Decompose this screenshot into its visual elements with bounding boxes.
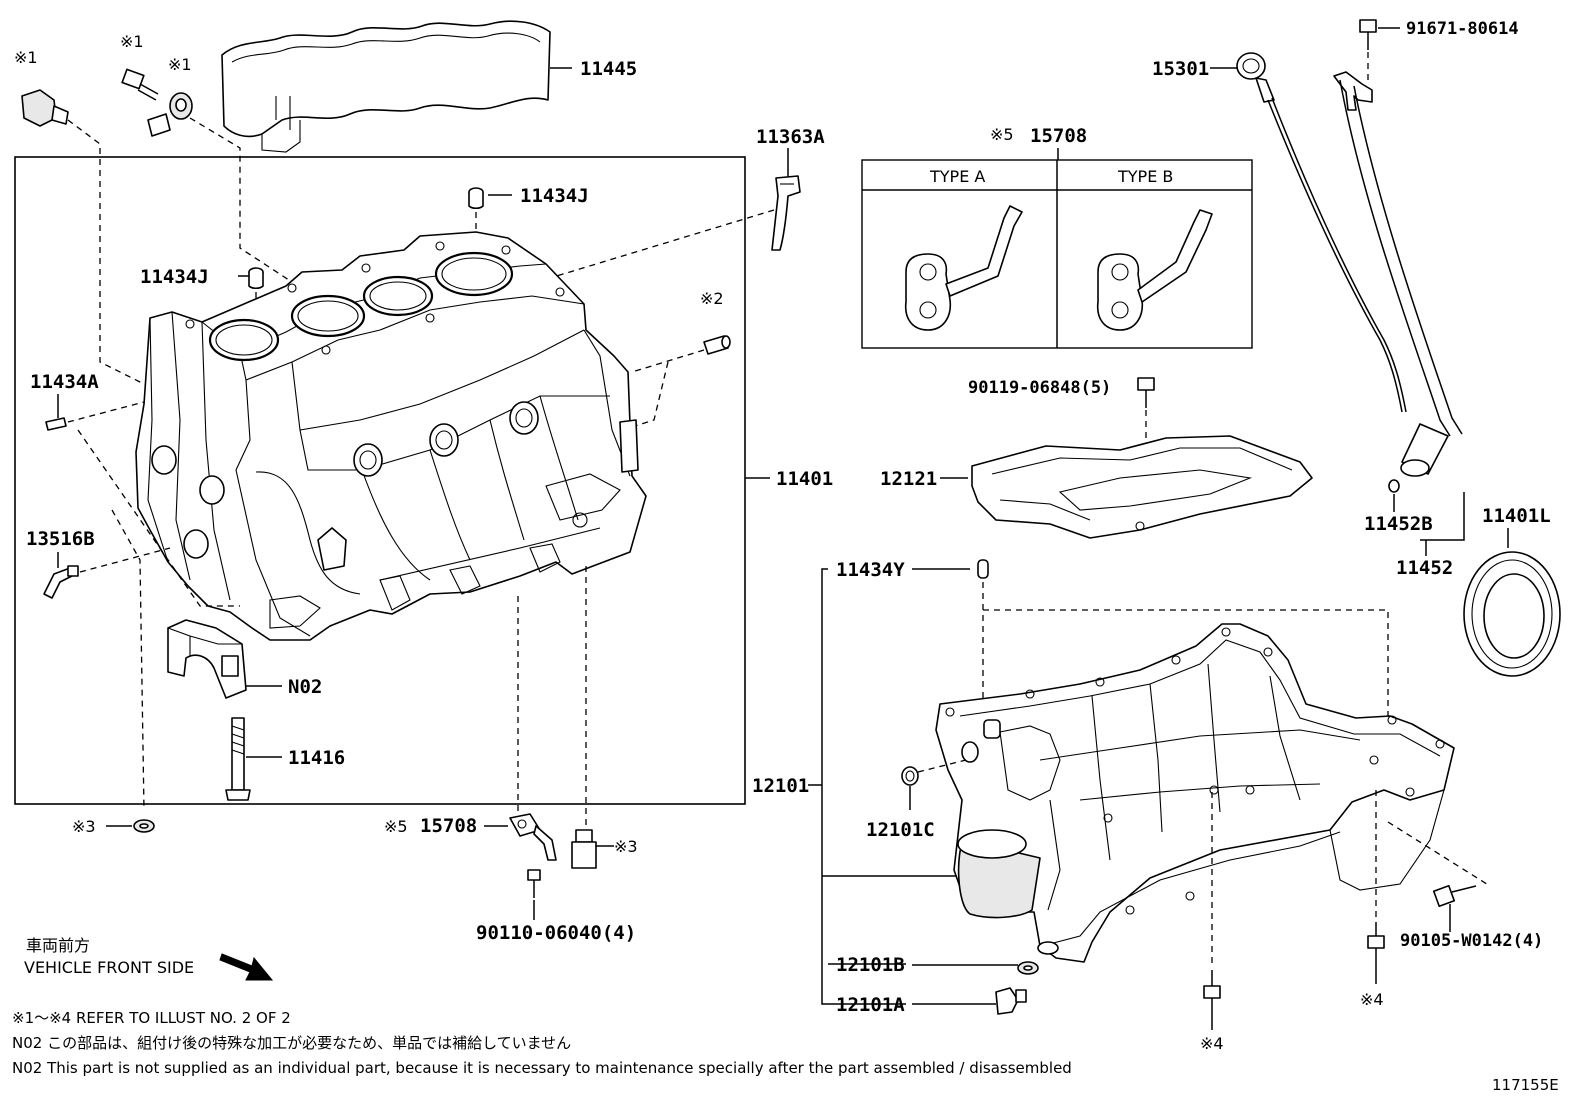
stud-ref4-left xyxy=(1203,970,1221,1030)
label-15708-main: 15708 xyxy=(420,815,477,837)
label-11363a: 11363A xyxy=(756,126,825,148)
pipe-13516b xyxy=(43,565,79,599)
part-11363a-bracket xyxy=(771,175,801,251)
bolt-11416 xyxy=(225,717,251,801)
oil-jet-15708 xyxy=(509,813,557,861)
label-12101b: 12101B xyxy=(836,954,905,976)
label-90105-w0142: 90105-W0142(4) xyxy=(1400,931,1543,951)
label-12121: 12121 xyxy=(880,468,937,490)
ref-mark-5a: ※5 xyxy=(384,817,408,836)
label-90119-06848: 90119-06848(5) xyxy=(968,378,1111,398)
drain-plug-12101a xyxy=(995,987,1027,1015)
part-12121-oil-baffle xyxy=(971,435,1313,539)
part-11452-dipstick-guide xyxy=(1333,71,1463,477)
ref-mark-4b: ※4 xyxy=(1360,990,1384,1009)
pin-11434a xyxy=(45,417,67,431)
label-12101a: 12101A xyxy=(836,994,905,1016)
ref-mark-4a: ※4 xyxy=(1200,1034,1224,1053)
vehicle-front-arrow-icon xyxy=(219,953,274,981)
label-15708-box: 15708 xyxy=(1030,125,1087,147)
label-15301: 15301 xyxy=(1152,58,1209,80)
part-n02-bearing-cap xyxy=(167,619,247,699)
label-13516b: 13516B xyxy=(26,528,95,550)
part-11401-cylinder-block xyxy=(135,231,647,641)
vehicle-front-en: VEHICLE FRONT SIDE xyxy=(24,958,194,977)
bolt-part-ref1 xyxy=(121,68,159,101)
ref-mark-3a: ※3 xyxy=(72,817,96,836)
part-12101-oil-pan xyxy=(935,623,1455,963)
ref-mark-5b: ※5 xyxy=(990,125,1014,144)
label-n02: N02 xyxy=(288,676,322,698)
cylinder-bore-4 xyxy=(434,251,514,297)
note-refer-illust: ※1～※4 REFER TO ILLUST NO. 2 OF 2 xyxy=(12,1009,291,1027)
label-11452b: 11452B xyxy=(1364,513,1433,535)
part-11445-insulator xyxy=(221,20,551,153)
label-11452: 11452 xyxy=(1396,557,1453,579)
type-b-header: TYPE B xyxy=(1117,167,1173,186)
bolt-90110 xyxy=(527,869,541,898)
note-n02-en: N02 This part is not supplied as an indi… xyxy=(12,1059,1072,1077)
knock-sensor-part xyxy=(21,89,69,127)
o-ring-12101c xyxy=(901,766,919,786)
label-11434j-mid: 11434J xyxy=(140,266,209,288)
ref-mark-1c: ※1 xyxy=(168,55,192,74)
cylinder-bore-3 xyxy=(362,275,434,317)
label-12101c: 12101C xyxy=(866,819,935,841)
ref-mark-3b: ※3 xyxy=(614,837,638,856)
label-12101: 12101 xyxy=(752,775,809,797)
note-n02-jp: N02 この部品は、組付け後の特殊な加工が必要なため、単品では補給していません xyxy=(12,1034,571,1052)
label-11401l: 11401L xyxy=(1482,505,1551,527)
stud-ref4-right xyxy=(1367,922,1385,984)
plug-ref3 xyxy=(571,829,597,869)
vehicle-front-jp: 車両前方 xyxy=(26,936,90,955)
part-15301-oil-dipstick xyxy=(1236,52,1407,413)
ref-mark-1b: ※1 xyxy=(120,32,144,51)
dowel-pin-ref2 xyxy=(703,335,731,355)
label-11445: 11445 xyxy=(580,58,637,80)
cylinder-bore-2 xyxy=(290,294,366,338)
label-11434a: 11434A xyxy=(30,371,99,393)
cylinder-block-frame xyxy=(14,156,746,805)
sensor-bracket-part xyxy=(147,92,193,137)
drawing-number: 117155E xyxy=(1492,1076,1559,1094)
oil-jet-type-a xyxy=(904,205,1023,331)
oil-jet-type-b xyxy=(1096,209,1213,331)
o-ring-11452b xyxy=(1388,479,1400,493)
bolt-90119 xyxy=(1137,377,1155,408)
cylinder-bore-1 xyxy=(208,318,280,362)
bolt-91671 xyxy=(1359,19,1377,50)
label-11434y: 11434Y xyxy=(836,559,905,581)
type-a-header: TYPE A xyxy=(929,167,985,186)
pin-11434y xyxy=(977,559,989,579)
label-11401: 11401 xyxy=(776,468,833,490)
ref-mark-2: ※2 xyxy=(700,289,724,308)
ref-mark-1a: ※1 xyxy=(14,48,38,67)
bolt-90105 xyxy=(1432,884,1477,908)
label-91671-80614: 91671-80614 xyxy=(1406,19,1519,39)
part-11401l-oil-seal xyxy=(1463,551,1561,677)
label-11434j-top: 11434J xyxy=(520,185,589,207)
label-11416: 11416 xyxy=(288,747,345,769)
label-90110-06040: 90110-06040(4) xyxy=(476,922,636,944)
